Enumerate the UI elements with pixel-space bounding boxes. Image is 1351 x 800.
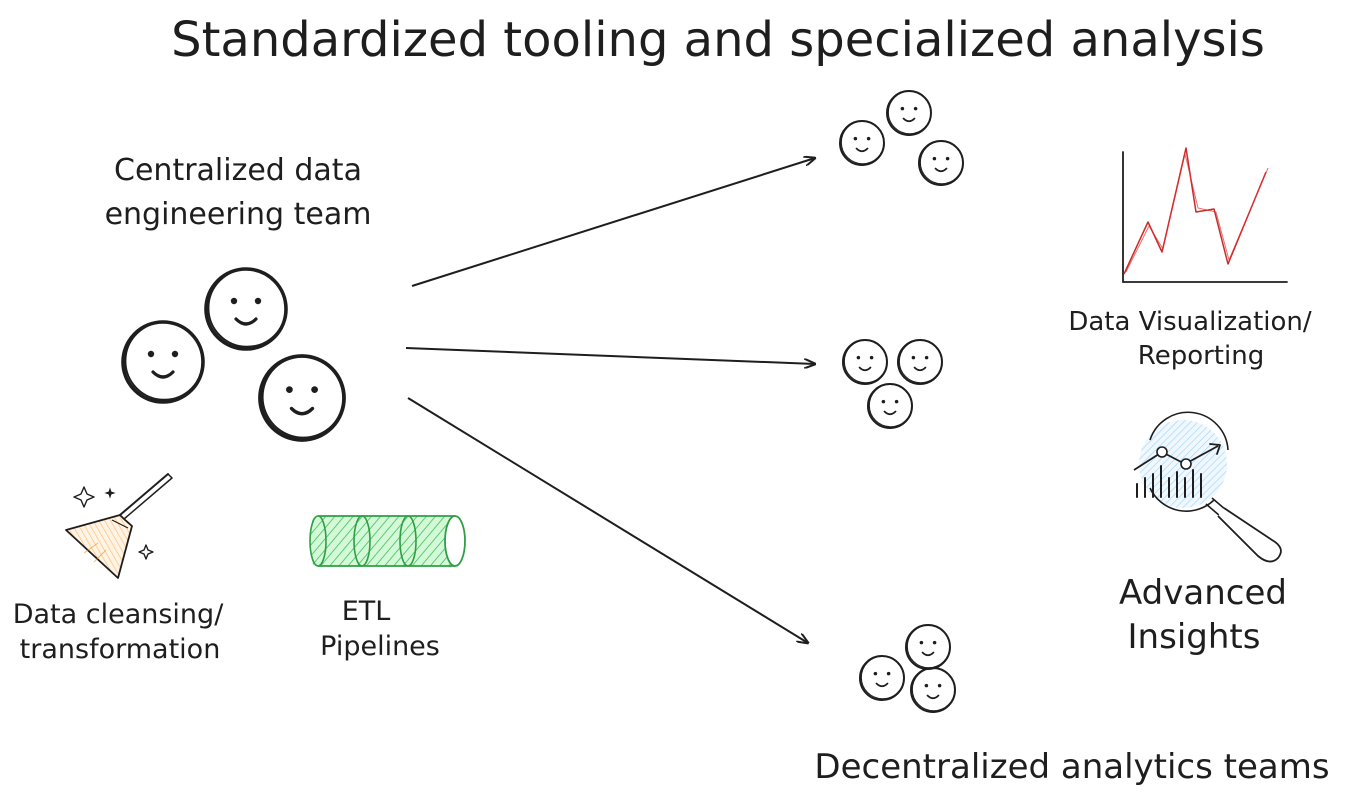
person-smiley-icon <box>839 120 885 166</box>
analytics-team-top <box>839 90 964 186</box>
magnifier-chart-icon <box>1133 411 1282 563</box>
viz-label-line2: Reporting <box>1138 341 1264 371</box>
person-smiley-icon <box>905 624 951 670</box>
person-smiley-icon <box>897 339 943 385</box>
arrow-to-middle-team <box>405 347 815 364</box>
person-smiley-icon <box>859 655 905 701</box>
person-smiley-icon <box>867 383 913 429</box>
broom-icon <box>65 473 173 579</box>
arrows-group <box>405 158 815 643</box>
central-team-label-line1: Centralized data <box>114 153 362 188</box>
person-smiley-icon <box>121 320 205 404</box>
analytics-team-bottom <box>859 624 956 713</box>
person-smiley-icon <box>886 90 932 136</box>
person-smiley-icon <box>204 267 288 351</box>
page-title: Standardized tooling and specialized ana… <box>171 12 1265 68</box>
insights-label-line2: Insights <box>1128 617 1261 657</box>
pipeline-icon <box>309 515 466 567</box>
analytics-team-middle <box>842 339 943 429</box>
arrow-to-bottom-team <box>407 397 808 643</box>
person-smiley-icon <box>918 140 964 186</box>
viz-label-line1: Data Visualization/ <box>1068 307 1312 337</box>
etl-label-line2: Pipelines <box>320 631 440 662</box>
cleansing-label-line1: Data cleansing/ <box>13 599 224 630</box>
decentralized-teams-label: Decentralized analytics teams <box>814 747 1329 787</box>
person-smiley-icon <box>910 667 956 713</box>
arrow-to-top-team <box>411 158 815 287</box>
etl-label-line1: ETL <box>342 596 391 627</box>
person-smiley-icon <box>842 339 888 385</box>
cleansing-label-line2: transformation <box>20 634 221 665</box>
insights-label-line1: Advanced <box>1119 573 1287 613</box>
central-team-group <box>121 267 346 442</box>
person-smiley-icon <box>258 354 346 442</box>
line-chart-icon <box>1122 147 1288 283</box>
central-team-label-line2: engineering team <box>105 197 372 232</box>
